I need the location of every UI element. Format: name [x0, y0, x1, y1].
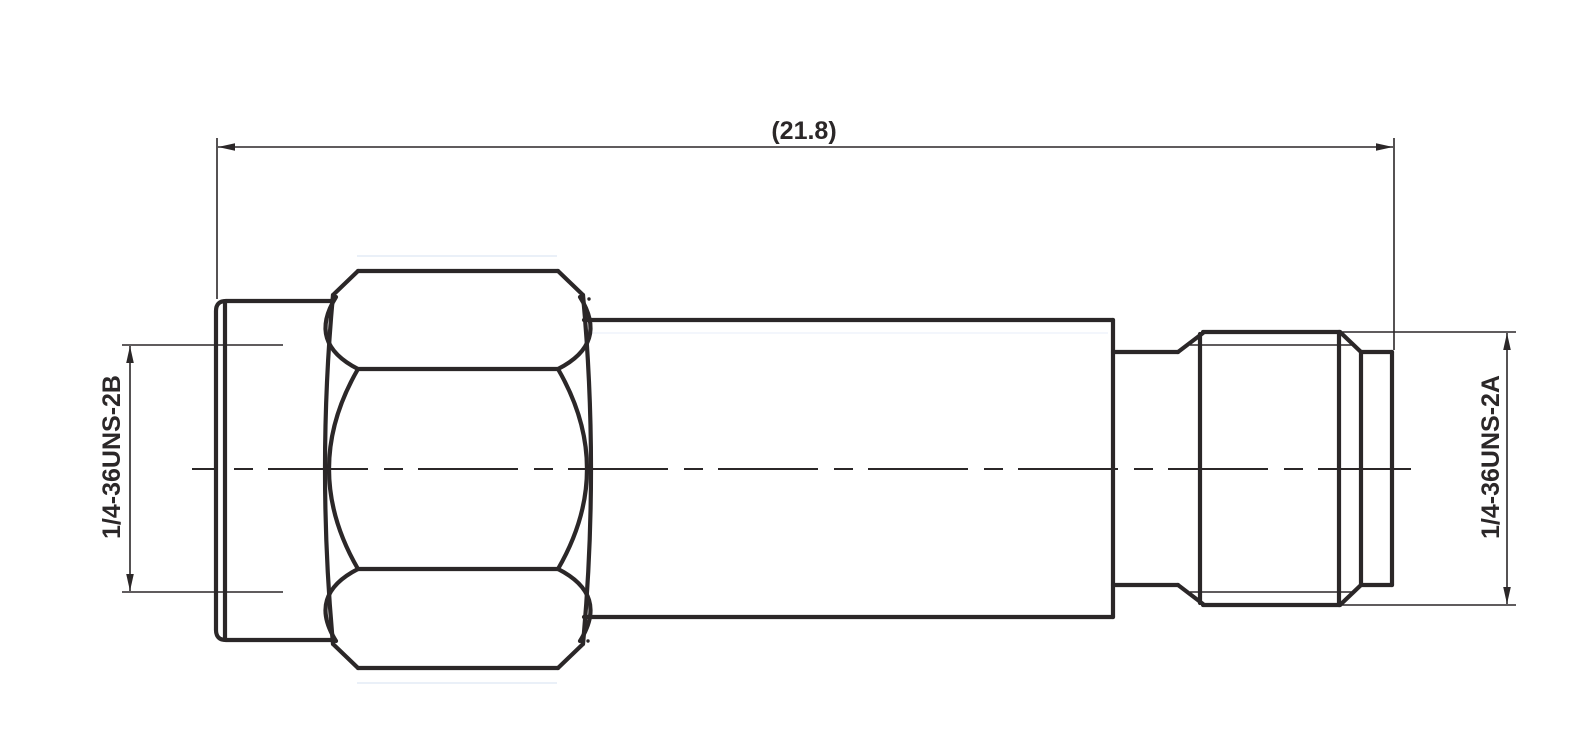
hex-chamfer-bottom-left: [330, 641, 361, 671]
hex-nut: [322, 268, 594, 671]
thread-chamfer-bottom-right: [1337, 582, 1364, 608]
render-artifacts: [357, 255, 1108, 684]
hex-face-arc-top-left: [323, 294, 361, 372]
left-thread-label: 1/4-36UNS-2B: [98, 375, 126, 539]
left-coupling-barrel: [213, 298, 336, 643]
thread-chamfer-top-right: [1337, 329, 1364, 355]
barrel-silhouette: [213, 298, 336, 643]
arrowhead-right: [1376, 143, 1393, 151]
hex-corner-dot-bottom: [586, 639, 590, 643]
arrowhead-left: [218, 143, 235, 151]
hex-chamfer-bottom-right: [555, 641, 586, 671]
end-cap: [1358, 349, 1395, 588]
hex-corner-dot-top: [587, 297, 591, 301]
arrowhead-bottom: [126, 574, 134, 591]
overall-length-label: (21.8): [771, 117, 836, 145]
dimension-left-thread: 1/4-36UNS-2B: [98, 344, 283, 593]
arrowhead-bottom: [1503, 587, 1511, 604]
threaded-section: [1175, 329, 1364, 608]
right-thread-label: 1/4-36UNS-2A: [1477, 375, 1505, 539]
hex-face-arc-bottom-left: [323, 566, 361, 644]
hex-face-arc-bottom-right: [555, 566, 593, 644]
hex-chamfer-top-right: [555, 268, 586, 298]
dimension-overall-length: (21.8): [216, 117, 1395, 350]
arrowhead-top: [1503, 333, 1511, 350]
hex-face-arc-mid-left: [327, 366, 361, 572]
main-body: [581, 317, 1116, 620]
dimension-right-thread: 1/4-36UNS-2A: [1342, 331, 1516, 606]
hex-chamfer-top-left: [330, 268, 361, 298]
part-outline: [213, 268, 1395, 671]
arrowhead-top: [126, 346, 134, 363]
hex-face-arc-top-right: [555, 294, 593, 372]
hex-face-arc-mid-right: [555, 366, 589, 572]
neck: [1110, 349, 1181, 588]
